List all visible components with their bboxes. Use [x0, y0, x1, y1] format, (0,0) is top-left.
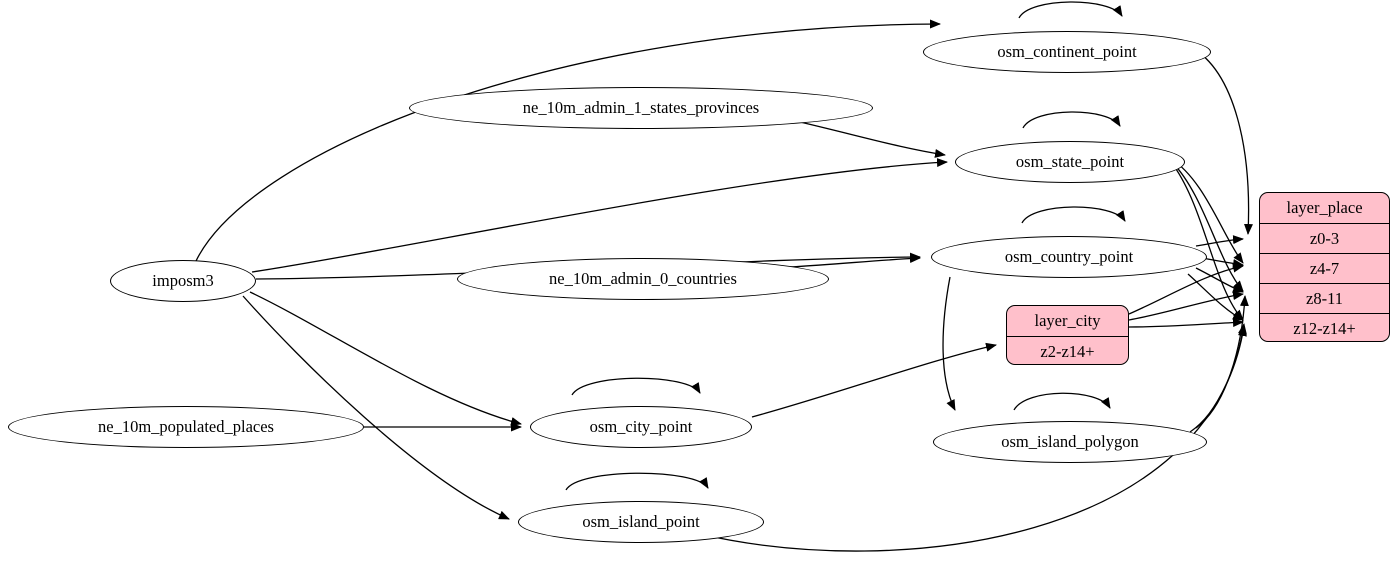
edge-imposm3-state: [251, 158, 948, 273]
selfloop-island-polygon: [1013, 392, 1111, 411]
node-osm-island-point[interactable]: osm_island_point: [518, 501, 764, 543]
selfloop-state: [1022, 111, 1121, 129]
edge-country-islandpoly: [942, 276, 956, 411]
edge-islandpoint-place-z12: [699, 325, 1247, 552]
layer-city-title: layer_city: [1034, 311, 1101, 330]
node-ne-countries-label: ne_10m_admin_0_countries: [549, 268, 737, 288]
node-osm-continent-point-label: osm_continent_point: [997, 41, 1137, 61]
node-osm-state-point[interactable]: osm_state_point: [955, 141, 1185, 183]
layer-place-title: layer_place: [1286, 198, 1363, 217]
layer-place-row-z8-11[interactable]: z8-11: [1260, 283, 1389, 313]
node-layer-city[interactable]: layer_city z2-z14+: [1006, 305, 1129, 365]
selfloop-city: [571, 377, 701, 396]
node-osm-city-point[interactable]: osm_city_point: [530, 406, 752, 448]
selfloop-continent: [1018, 1, 1123, 19]
edge-layercity-place-z12: [1128, 318, 1244, 328]
edge-imposm3-island-point: [242, 295, 510, 520]
edge-layercity-place-z811: [1128, 291, 1244, 321]
selfloop-island-point: [565, 472, 709, 491]
edge-ne-countries-country: [789, 254, 921, 268]
node-ne-10m-admin-1-states-provinces[interactable]: ne_10m_admin_1_states_provinces: [409, 87, 873, 129]
edge-islandpoly-place-z811: [1195, 295, 1249, 429]
edge-country-place-z03: [1195, 235, 1244, 247]
edge-layercity-place-z47: [1128, 263, 1244, 315]
node-osm-state-point-label: osm_state_point: [1015, 151, 1125, 171]
node-osm-island-point-label: osm_island_point: [582, 511, 700, 531]
node-osm-country-point-label: osm_country_point: [1004, 246, 1134, 266]
node-ne-10m-admin-0-countries[interactable]: ne_10m_admin_0_countries: [457, 258, 829, 300]
node-osm-country-point[interactable]: osm_country_point: [931, 236, 1207, 278]
node-ne-places-label: ne_10m_populated_places: [98, 416, 274, 436]
layer-place-row-z4-7[interactable]: z4-7: [1260, 253, 1389, 283]
layer-place-row-z0-3[interactable]: z0-3: [1260, 223, 1389, 253]
edge-city-layercity: [751, 342, 997, 418]
node-osm-island-polygon[interactable]: osm_island_polygon: [933, 421, 1207, 463]
node-osm-island-polygon-label: osm_island_polygon: [1001, 431, 1139, 451]
node-osm-city-point-label: osm_city_point: [589, 416, 693, 436]
edge-state-place-z12: [1173, 165, 1244, 321]
edge-country-place-z47: [1201, 257, 1244, 268]
node-layer-place[interactable]: layer_place z0-3 z4-7 z8-11 z12-z14+: [1259, 192, 1390, 342]
edge-ne-states-state: [799, 121, 946, 158]
node-osm-continent-point[interactable]: osm_continent_point: [923, 31, 1211, 73]
edge-continent-place-z03: [1190, 46, 1253, 235]
edge-imposm3-city: [249, 291, 522, 426]
layer-place-row-z12-z14plus[interactable]: z12-z14+: [1260, 313, 1389, 341]
edge-imposm3-continent: [195, 19, 941, 262]
layer-city-row-z2-z14plus[interactable]: z2-z14+: [1007, 336, 1128, 364]
node-ne-states-label: ne_10m_admin_1_states_provinces: [522, 97, 760, 117]
node-imposm3[interactable]: imposm3: [110, 260, 256, 302]
edge-state-place-z811: [1171, 161, 1244, 292]
edge-country-place-z811: [1195, 267, 1244, 293]
edge-country-place-z12: [1187, 273, 1244, 321]
edge-islandpoly-place-z12: [1189, 323, 1247, 433]
node-ne-10m-populated-places[interactable]: ne_10m_populated_places: [8, 406, 364, 448]
node-imposm3-label: imposm3: [152, 270, 214, 290]
selfloop-country: [1021, 206, 1126, 224]
